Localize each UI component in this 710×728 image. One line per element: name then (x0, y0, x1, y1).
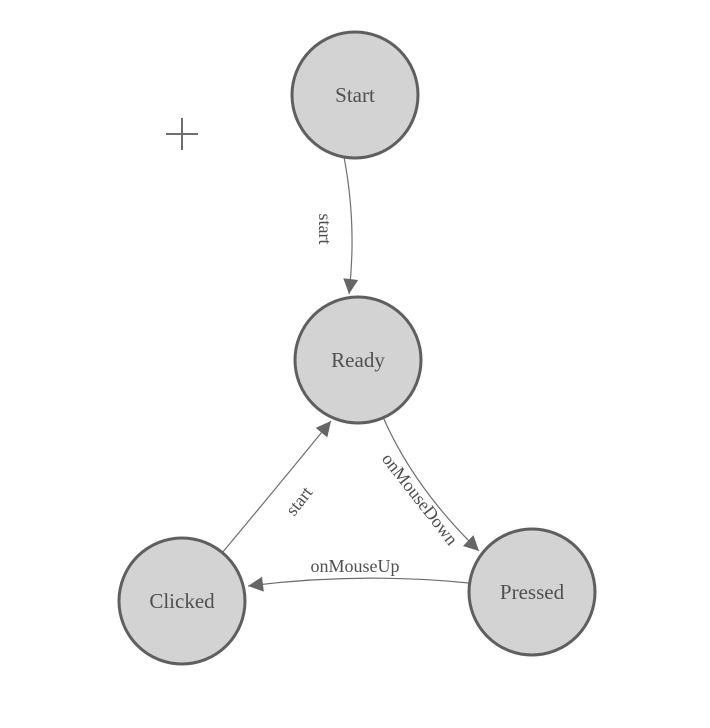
edge-clicked-to-ready: start (221, 420, 332, 554)
edge-label-start: start (282, 483, 317, 520)
edge-pressed-to-clicked: onMouseUp (247, 556, 470, 592)
node-start[interactable]: Start (290, 30, 420, 160)
node-pressed-circle[interactable] (467, 527, 597, 657)
node-start-label: Start (335, 83, 375, 107)
node-pressed[interactable]: Pressed (467, 527, 597, 657)
node-pressed-label: Pressed (500, 580, 565, 604)
edge-line-ready-to-pressed[interactable] (382, 416, 480, 552)
edge-start-to-ready: start (315, 156, 359, 295)
node-ready-label: Ready (331, 348, 385, 372)
node-clicked-label: Clicked (149, 589, 215, 613)
node-clicked[interactable]: Clicked (117, 536, 247, 666)
edge-label-onmouseup: onMouseUp (311, 556, 400, 576)
node-start-circle[interactable] (290, 30, 420, 160)
edge-label-onmousedown: onMouseDown (378, 449, 462, 549)
node-ready[interactable]: Ready (293, 295, 423, 425)
edge-ready-to-pressed: onMouseDown (378, 416, 480, 552)
edge-line-clicked-to-ready[interactable] (221, 420, 332, 554)
edge-label-start: start (315, 214, 335, 245)
edge-line-start-to-ready[interactable] (343, 156, 359, 295)
edge-line-pressed-to-clicked[interactable] (247, 576, 470, 592)
node-ready-circle[interactable] (293, 295, 423, 425)
node-clicked-circle[interactable] (117, 536, 247, 666)
crosshair-marker (166, 118, 198, 150)
